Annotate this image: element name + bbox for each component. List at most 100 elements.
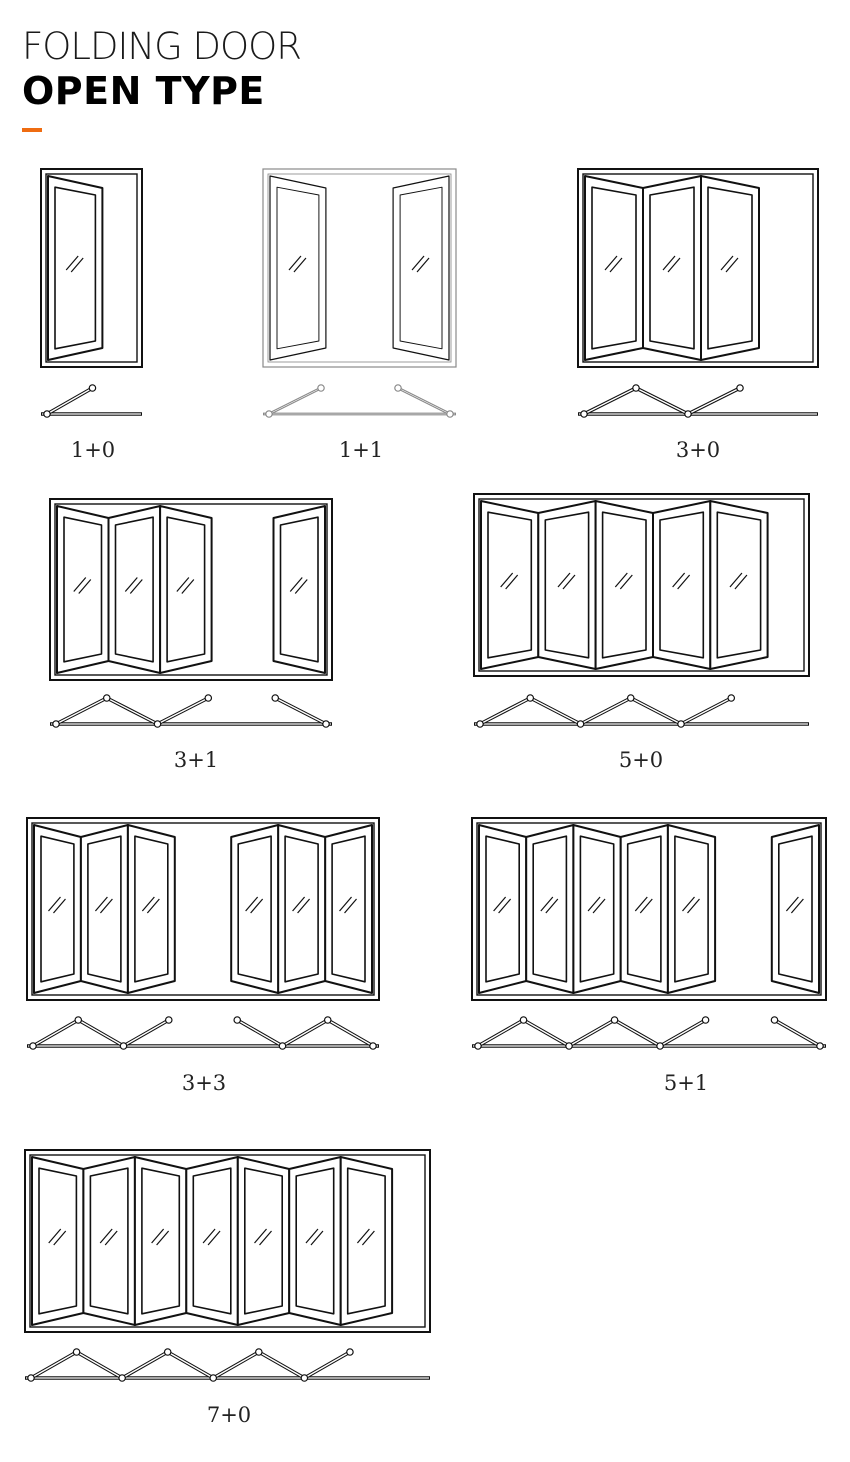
open-type-caption-5-0: 5+0 bbox=[618, 748, 664, 772]
glass-hatch-mark bbox=[614, 572, 628, 588]
fold-hinge bbox=[632, 384, 640, 392]
fold-hinge bbox=[684, 410, 692, 418]
glass-pane bbox=[89, 1167, 129, 1315]
glass-pane bbox=[87, 835, 122, 983]
glass-hatch-mark bbox=[587, 896, 601, 912]
glass-hatch-mark bbox=[124, 577, 138, 592]
glass-hatch-mark bbox=[310, 1230, 324, 1246]
pivot-hinge bbox=[29, 1042, 37, 1050]
glass-hatch-mark bbox=[634, 896, 648, 912]
pivot-hinge bbox=[580, 410, 588, 418]
plan-fold-line-inner bbox=[46, 387, 93, 415]
glass-hatch-mark bbox=[129, 579, 143, 594]
fold-hinge bbox=[519, 1016, 528, 1024]
door-frame-inner bbox=[267, 173, 452, 363]
plan-fold-line-inner bbox=[274, 697, 327, 725]
glass-hatch-mark bbox=[250, 898, 264, 914]
door-frame bbox=[262, 168, 457, 368]
fold-hinge bbox=[102, 694, 111, 702]
glass-pane bbox=[544, 511, 590, 659]
glass-pane bbox=[591, 186, 637, 350]
glass-pane bbox=[141, 1167, 181, 1315]
plan-fold-line-inner bbox=[30, 1351, 351, 1379]
glass-hatch-mark bbox=[411, 255, 425, 271]
door-frame bbox=[24, 1149, 431, 1333]
fold-hinge bbox=[88, 384, 97, 392]
glass-pane bbox=[331, 835, 366, 983]
glass-pane bbox=[279, 516, 319, 663]
plan-fold-line-inner bbox=[236, 1019, 374, 1047]
glass-hatch-mark bbox=[687, 898, 700, 914]
fold-hinge bbox=[323, 1016, 332, 1024]
pivot-hinge bbox=[446, 410, 454, 418]
glass-pane bbox=[659, 511, 705, 659]
glass-pane bbox=[579, 835, 615, 983]
door-diagram-1-0 bbox=[40, 168, 143, 418]
glass-hatch-mark bbox=[78, 579, 92, 594]
glass-pane bbox=[674, 835, 709, 983]
door-diagram-5-0 bbox=[473, 493, 810, 728]
pivot-hinge bbox=[322, 720, 330, 728]
glass-hatch-mark bbox=[682, 896, 695, 912]
fold-hinge bbox=[74, 1016, 83, 1024]
door-frame bbox=[577, 168, 819, 368]
glass-hatch-mark bbox=[344, 898, 357, 914]
door-frame bbox=[473, 493, 810, 677]
pivot-hinge bbox=[27, 1374, 35, 1382]
glass-hatch-mark bbox=[99, 898, 113, 914]
door-diagram-5-1 bbox=[471, 817, 827, 1050]
glass-hatch-mark bbox=[48, 1228, 62, 1244]
door-frame bbox=[471, 817, 827, 1001]
glass-hatch-mark bbox=[356, 1228, 370, 1244]
door-frame-inner bbox=[29, 1154, 426, 1328]
glass-hatch-mark bbox=[297, 898, 311, 914]
title-line-2: OPEN TYPE bbox=[22, 69, 265, 113]
plan-fold-line-inner bbox=[32, 1019, 170, 1047]
glass-hatch-mark bbox=[498, 898, 512, 914]
pivot-hinge bbox=[43, 410, 51, 418]
glass-hatch-mark bbox=[181, 579, 195, 594]
glass-hatch-mark bbox=[639, 898, 653, 914]
fold-hinge bbox=[119, 1042, 128, 1050]
glass-pane bbox=[601, 511, 647, 659]
glass-hatch-mark bbox=[245, 896, 259, 912]
glass-hatch-mark bbox=[672, 572, 686, 588]
glass-hatch-mark bbox=[729, 572, 743, 588]
door-frame-inner bbox=[31, 822, 375, 996]
glass-hatch-mark bbox=[592, 898, 606, 914]
glass-hatch-mark bbox=[289, 577, 303, 592]
glass-hatch-mark bbox=[562, 574, 576, 590]
fold-hinge bbox=[346, 1348, 354, 1356]
fold-hinge bbox=[255, 1348, 263, 1356]
glass-pane bbox=[276, 186, 320, 350]
glass-hatch-mark bbox=[202, 1228, 216, 1244]
fold-hinge bbox=[565, 1042, 573, 1050]
glass-pane bbox=[777, 835, 813, 983]
door-frame-inner bbox=[45, 173, 138, 363]
door-frame-inner bbox=[582, 173, 814, 363]
glass-hatch-mark bbox=[790, 898, 804, 914]
glass-pane bbox=[40, 835, 75, 983]
door-diagram-3-1 bbox=[49, 498, 333, 728]
door-frame-inner bbox=[478, 498, 805, 672]
glass-pane bbox=[166, 516, 206, 663]
glass-hatch-mark bbox=[505, 574, 519, 590]
open-type-caption-7-0: 7+0 bbox=[206, 1403, 252, 1427]
glass-hatch-mark bbox=[292, 896, 306, 912]
glass-pane bbox=[716, 511, 762, 659]
open-type-caption-1-1: 1+1 bbox=[338, 438, 384, 462]
open-type-caption-3-1: 3+1 bbox=[173, 748, 219, 772]
plan-fold-line-inner bbox=[479, 697, 732, 725]
glass-hatch-mark bbox=[293, 257, 307, 273]
glass-hatch-mark bbox=[662, 255, 676, 271]
glass-hatch-mark bbox=[557, 572, 571, 588]
glass-hatch-mark bbox=[53, 1230, 67, 1246]
pivot-hinge bbox=[265, 410, 273, 418]
glass-hatch-mark bbox=[254, 1228, 267, 1244]
glass-hatch-mark bbox=[619, 574, 633, 590]
glass-hatch-mark bbox=[734, 574, 748, 590]
fold-hinge bbox=[576, 720, 585, 728]
glass-hatch-mark bbox=[73, 577, 87, 592]
plan-fold-line-inner bbox=[268, 387, 322, 415]
